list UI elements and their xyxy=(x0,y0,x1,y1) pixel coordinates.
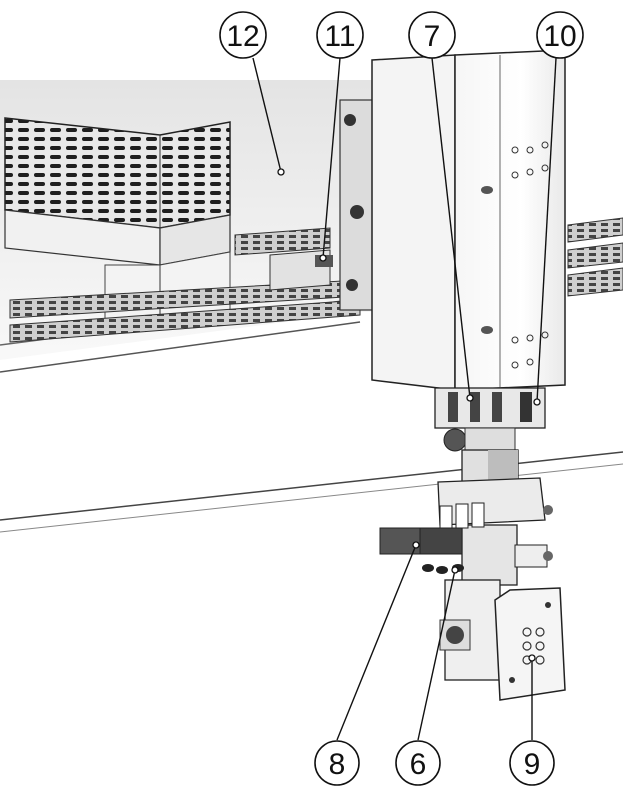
callout-label-12: 12 xyxy=(226,20,259,53)
callout-6: 6 xyxy=(395,740,441,786)
callout-label-7: 7 xyxy=(424,20,441,53)
callout-11: 11 xyxy=(316,11,364,59)
callout-label-10: 10 xyxy=(543,20,576,53)
callout-label-6: 6 xyxy=(410,748,427,781)
carriage-bracket xyxy=(339,99,376,311)
callout-label-9: 9 xyxy=(524,748,541,781)
callout-label-8: 8 xyxy=(329,748,346,781)
callout-7: 7 xyxy=(408,11,456,59)
leader-lines xyxy=(252,57,557,741)
callout-12: 12 xyxy=(219,11,267,59)
valve-block xyxy=(379,477,553,586)
z-axis-column xyxy=(371,49,566,391)
leader-dots xyxy=(277,168,541,662)
callout-10: 10 xyxy=(536,11,584,59)
clamp-ring xyxy=(434,387,546,452)
perforated-cover xyxy=(4,117,231,326)
callout-9: 9 xyxy=(509,740,555,786)
callout-8: 8 xyxy=(314,740,360,786)
callout-label-11: 11 xyxy=(324,20,355,53)
gripper-housing xyxy=(439,579,566,701)
spindle-shaft xyxy=(461,449,519,483)
